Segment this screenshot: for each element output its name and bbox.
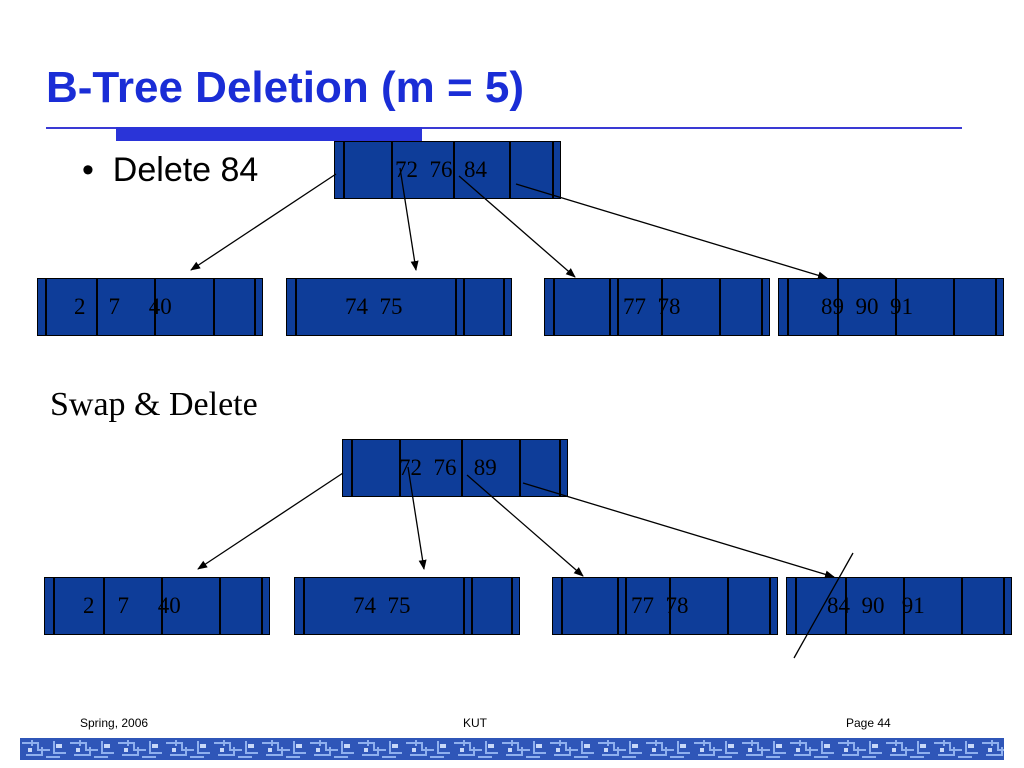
- leaf-node-after-2-keys: 74 75: [353, 593, 411, 618]
- edge-before-2: [399, 167, 419, 271]
- leaf-node-after-3-keys: 77 78: [631, 593, 689, 618]
- bullet-item: • Delete 84: [82, 151, 259, 189]
- bullet-marker: •: [82, 151, 113, 189]
- leaf-node-before-2-keys: 74 75: [345, 294, 403, 319]
- leaf-node-before-4: 89 90 91: [778, 278, 1004, 336]
- leaf-node-after-4-keys: 84 90 91: [827, 593, 925, 618]
- leaf-node-before-1: 2 7 40: [37, 278, 263, 336]
- edge-before-4: [515, 183, 828, 280]
- edge-after-4: [522, 482, 835, 579]
- edge-after-1: [197, 472, 344, 570]
- leaf-node-after-1-keys: 2 7 40: [83, 593, 181, 618]
- leaf-node-before-1-keys: 2 7 40: [74, 294, 172, 319]
- leaf-node-before-4-keys: 89 90 91: [821, 294, 913, 319]
- strike-line: [793, 552, 854, 659]
- footer-page-number: Page 44: [846, 716, 891, 730]
- title-underline: [46, 127, 962, 129]
- bullet-text: Delete 84: [112, 151, 259, 189]
- edge-after-3: [466, 474, 584, 577]
- footer-org: KUT: [463, 716, 487, 730]
- leaf-node-after-2: 74 75: [294, 577, 520, 635]
- root-node-after: 72 76 89: [342, 439, 568, 497]
- footer-date: Spring, 2006: [80, 716, 149, 730]
- section-heading: Swap & Delete: [50, 386, 258, 423]
- leaf-node-before-3-keys: 77 78: [623, 294, 681, 319]
- title-accent-bar: [116, 127, 422, 141]
- leaf-node-after-3: 77 78: [552, 577, 778, 635]
- footer-circuit-pattern: [20, 738, 1004, 760]
- edge-before-3: [458, 175, 576, 278]
- root-node-before: 72 76 84: [334, 141, 561, 199]
- edge-after-2: [407, 466, 427, 570]
- edge-before-1: [190, 173, 337, 271]
- slide-title: B-Tree Deletion (m = 5): [46, 63, 525, 112]
- root-node-after-keys: 72 76 89: [399, 455, 497, 480]
- leaf-node-after-1: 2 7 40: [44, 577, 270, 635]
- leaf-node-before-2: 74 75: [286, 278, 512, 336]
- leaf-node-before-3: 77 78: [544, 278, 770, 336]
